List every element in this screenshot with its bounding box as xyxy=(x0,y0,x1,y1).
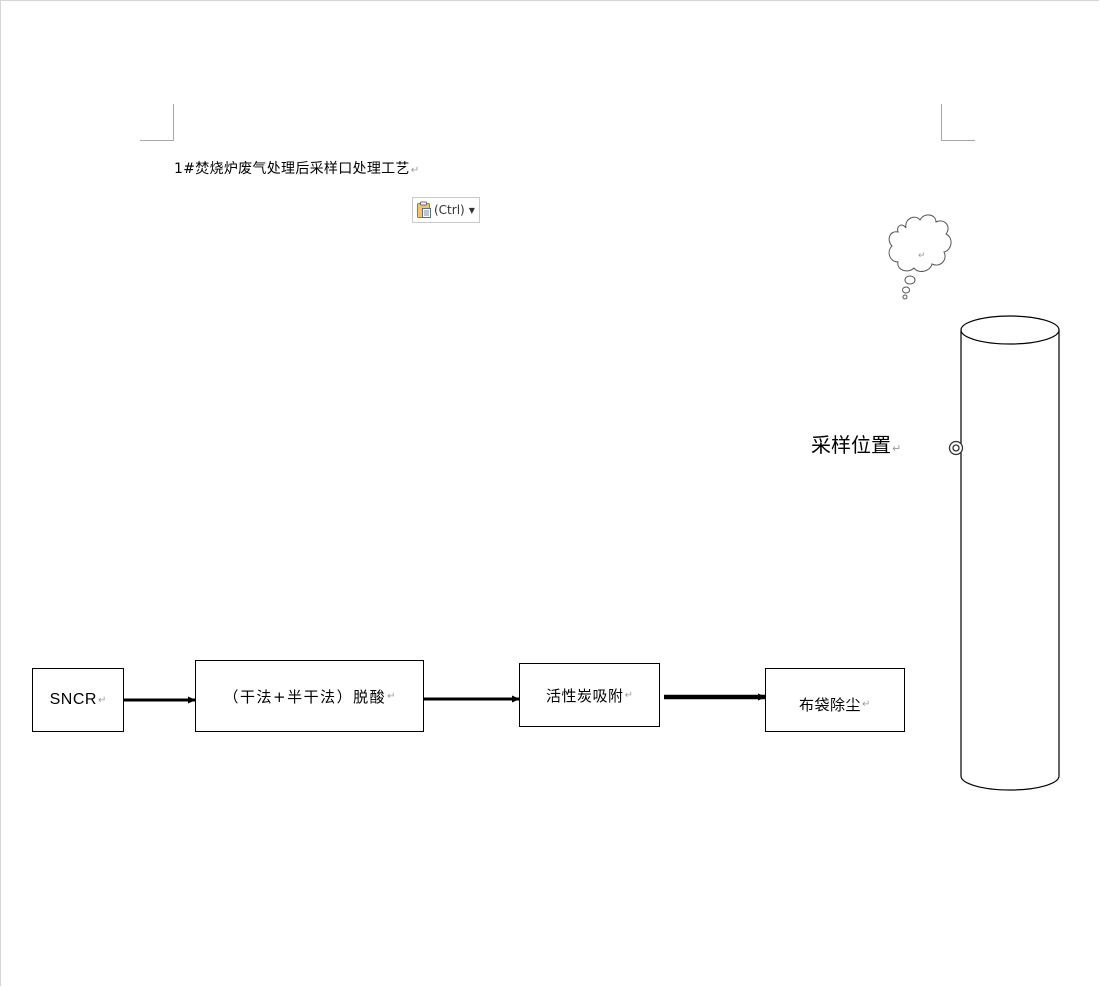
process-step-label: 布袋除尘 xyxy=(799,695,862,714)
process-step-activated-carbon[interactable]: 活性炭吸附↵ xyxy=(519,663,660,727)
paragraph-mark: ↵ xyxy=(97,694,107,706)
margin-corner-top-left xyxy=(140,104,174,141)
sampling-location-text: 采样位置 xyxy=(811,433,891,457)
document-title-text: 1#焚烧炉废气处理后采样口处理工艺 xyxy=(174,161,410,177)
process-step-deacidification[interactable]: （干法+半干法）脱酸↵ xyxy=(195,660,424,732)
paragraph-mark: ↵ xyxy=(387,690,396,702)
process-step-label: 活性炭吸附 xyxy=(546,686,624,705)
sampling-location-label[interactable]: 采样位置↵ xyxy=(811,429,901,458)
process-step-sncr[interactable]: SNCR↵ xyxy=(32,668,124,732)
paragraph-mark: ↵ xyxy=(862,698,871,710)
chevron-down-icon: ▼ xyxy=(468,205,475,215)
paragraph-mark: ↵ xyxy=(892,442,902,455)
paragraph-mark: ↵ xyxy=(624,689,633,701)
document-title[interactable]: 1#焚烧炉废气处理后采样口处理工艺↵ xyxy=(174,158,419,178)
paste-options-button[interactable]: (Ctrl) ▼ xyxy=(412,197,480,223)
clipboard-paste-icon xyxy=(416,201,432,219)
sampling-point-icon xyxy=(948,440,964,456)
thought-cloud-shape[interactable]: ↵ xyxy=(884,206,956,306)
process-step-label: （干法+半干法）脱酸 xyxy=(223,687,387,706)
process-step-label: SNCR xyxy=(49,691,97,708)
svg-text:↵: ↵ xyxy=(918,251,926,261)
paragraph-mark: ↵ xyxy=(410,165,420,176)
paste-options-label: (Ctrl) xyxy=(434,203,465,217)
process-step-baghouse[interactable]: 布袋除尘↵ xyxy=(765,668,905,732)
margin-corner-top-right xyxy=(941,104,975,141)
chimney-stack-shape[interactable] xyxy=(958,312,1062,794)
